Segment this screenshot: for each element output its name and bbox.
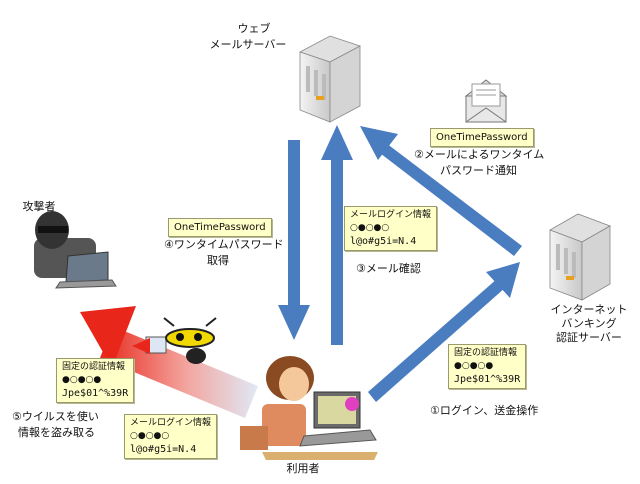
mail-login-note-title: メールログイン情報	[350, 210, 432, 220]
auth-info-note-right: 固定の認証情報 ●○●○● Jpe$01^%39R	[448, 344, 527, 389]
mail-login-note: メールログイン情報 ○●○●○ l@o#g5i=N.4	[344, 206, 438, 251]
step5-label-line2: 情報を盗み取る	[18, 426, 95, 439]
arrow-user-to-mail	[321, 125, 353, 345]
step5-label-line1: ⑤ウイルスを使い	[12, 410, 99, 423]
auth-info-left-title: 固定の認証情報	[62, 362, 126, 372]
user-icon	[240, 356, 378, 460]
mail-login-note-left: メールログイン情報 ○●○●○ l@o#g5i=N.4	[124, 414, 218, 459]
auth-info-note-left: 固定の認証情報 ●○●○● Jpe$01^%39R	[56, 358, 135, 403]
step1-label: ①ログイン、送金操作	[430, 404, 539, 417]
bank-server-label-line3: 認証サーバー	[556, 331, 622, 344]
mail-login-left-title: メールログイン情報	[130, 418, 212, 428]
attacker-icon	[34, 211, 117, 289]
mail-server-icon	[298, 35, 362, 123]
bank-server-icon	[549, 213, 611, 301]
arrow-bank-to-mail	[360, 126, 522, 256]
mail-login-left-value: l@o#g5i=N.4	[130, 444, 197, 455]
bank-server-label-line2: バンキング	[561, 317, 617, 330]
mail-server-label-line2: メールサーバー	[209, 38, 287, 51]
auth-info-right-pattern: ●○●○●	[454, 361, 494, 371]
otp-note-left: OneTimePassword	[168, 218, 272, 237]
virus-bug-icon	[132, 317, 217, 364]
auth-info-right-title: 固定の認証情報	[454, 348, 518, 358]
arrow-otp-to-user	[278, 140, 310, 340]
auth-info-left-value: Jpe$01^%39R	[62, 388, 129, 399]
attacker-label: 攻撃者	[22, 200, 56, 213]
mail-login-left-pattern: ○●○●○	[130, 431, 170, 441]
mail-login-note-pattern: ○●○●○	[350, 223, 390, 233]
step3-label: ③メール確認	[356, 262, 421, 275]
otp-note-top: OneTimePassword	[430, 128, 534, 147]
bank-server-label-line1: インターネット	[550, 303, 628, 316]
mail-envelope-icon	[464, 79, 508, 123]
step4-label-line1: ④ワンタイムパスワード	[164, 238, 284, 251]
user-label: 利用者	[286, 462, 320, 475]
arrow-user-to-bank	[368, 262, 520, 402]
step2-label-line2: パスワード通知	[440, 164, 517, 177]
auth-info-left-pattern: ●○●○●	[62, 375, 102, 385]
step4-label-line2: 取得	[207, 254, 229, 267]
step2-label-line1: ②メールによるワンタイム	[414, 148, 545, 161]
mail-server-label-line1: ウェブ	[237, 22, 271, 35]
auth-info-right-value: Jpe$01^%39R	[454, 374, 521, 385]
mail-login-note-value: l@o#g5i=N.4	[350, 236, 417, 247]
